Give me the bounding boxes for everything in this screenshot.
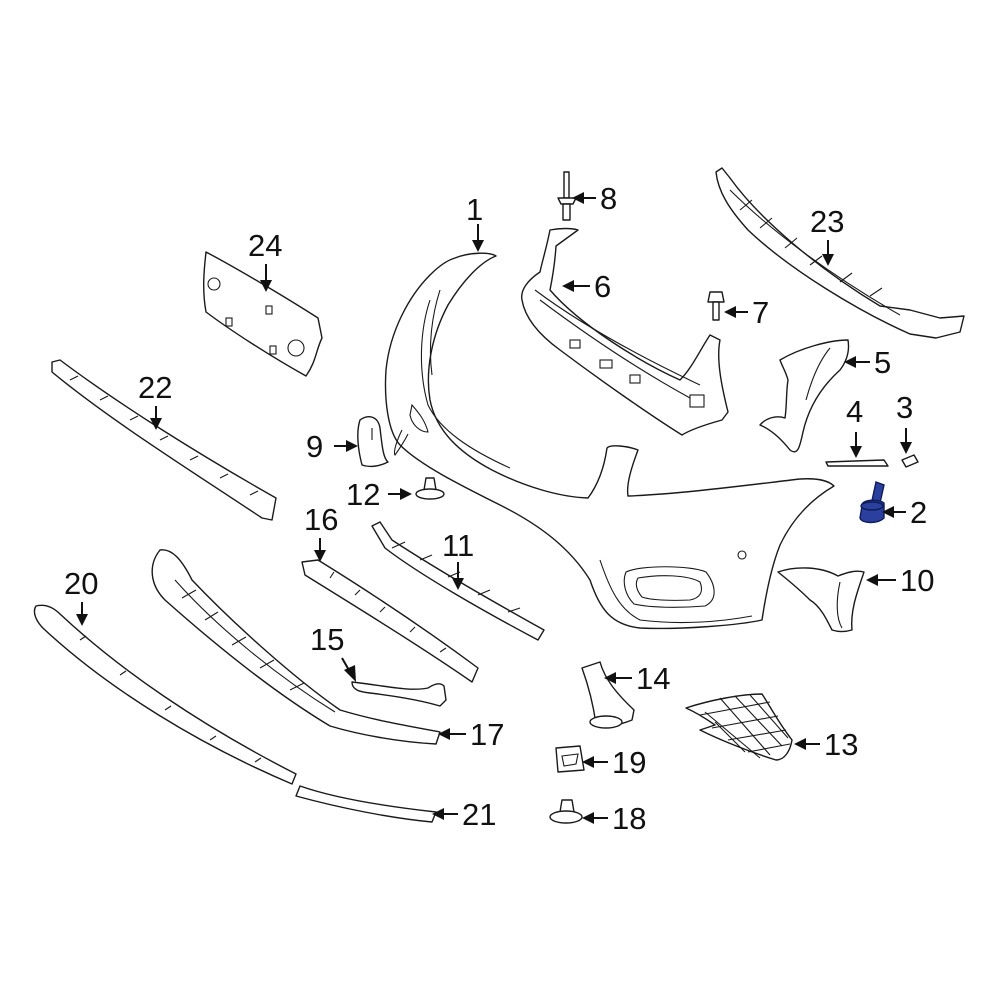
part-17-lower-grille[interactable] xyxy=(151,549,441,745)
callout-21: 21 xyxy=(432,797,496,832)
callout-16: 16 xyxy=(304,502,338,562)
callout-5: 5 xyxy=(844,345,891,380)
callout-24: 24 xyxy=(248,228,282,292)
part-13-fog-grille[interactable] xyxy=(685,693,793,761)
callout-15-label: 15 xyxy=(310,622,344,657)
callout-16-label: 16 xyxy=(304,502,338,537)
callout-21-label: 21 xyxy=(462,797,496,832)
callout-6-label: 6 xyxy=(594,269,611,304)
callout-13-label: 13 xyxy=(824,727,858,762)
callout-24-label: 24 xyxy=(248,228,282,263)
part-1-bumper-cover[interactable] xyxy=(384,252,835,630)
part-10-lower-bracket[interactable] xyxy=(777,567,865,633)
callout-2-label: 2 xyxy=(910,495,927,530)
callout-19-label: 19 xyxy=(612,745,646,780)
callout-13: 13 xyxy=(794,727,858,762)
callout-3-label: 3 xyxy=(896,390,913,425)
part-5-side-bracket[interactable] xyxy=(759,339,850,453)
callout-4-label: 4 xyxy=(846,394,863,429)
callout-10: 10 xyxy=(866,563,934,598)
callout-22: 22 xyxy=(138,370,172,430)
callout-19: 19 xyxy=(582,745,646,780)
part-18-push-clip[interactable] xyxy=(549,799,583,824)
callout-14-label: 14 xyxy=(636,661,670,696)
callout-2: 2 xyxy=(882,495,927,530)
callout-18-label: 18 xyxy=(612,801,646,836)
callout-11-label: 11 xyxy=(442,528,474,563)
part-12-push-clip[interactable] xyxy=(415,477,445,500)
callout-17-label: 17 xyxy=(470,717,504,752)
callout-3: 3 xyxy=(896,390,913,454)
callout-20: 20 xyxy=(64,566,98,626)
callout-20-label: 20 xyxy=(64,566,98,601)
callout-1-label: 1 xyxy=(466,192,483,227)
callout-17: 17 xyxy=(438,717,504,752)
callout-12-label: 12 xyxy=(346,477,380,512)
callout-11: 11 xyxy=(442,528,474,590)
callout-1: 1 xyxy=(466,192,484,252)
callout-4: 4 xyxy=(846,394,863,458)
part-9-small-bracket[interactable] xyxy=(357,416,389,468)
callout-15: 15 xyxy=(310,622,356,682)
callout-6: 6 xyxy=(562,269,611,304)
part-21-lower-trim[interactable] xyxy=(295,785,437,823)
part-6-mounting-bracket[interactable] xyxy=(521,227,729,436)
callout-7-label: 7 xyxy=(752,295,769,330)
callout-23: 23 xyxy=(810,204,844,266)
part-8-pin[interactable] xyxy=(557,171,577,221)
callout-12: 12 xyxy=(346,477,412,512)
part-4-trim-strip[interactable] xyxy=(825,459,889,467)
callout-7: 7 xyxy=(724,295,769,330)
part-23-energy-absorber[interactable] xyxy=(715,167,965,339)
part-22-long-strip[interactable] xyxy=(51,359,277,521)
callout-8: 8 xyxy=(572,181,617,216)
callout-14: 14 xyxy=(604,661,670,696)
callout-9: 9 xyxy=(306,429,358,464)
part-14-bracket[interactable] xyxy=(581,661,635,729)
callout-9-label: 9 xyxy=(306,429,323,464)
part-2-fastener-highlighted[interactable] xyxy=(859,481,885,524)
part-20-lower-trim[interactable] xyxy=(33,604,297,785)
callout-18: 18 xyxy=(582,801,646,836)
part-24-license-bracket[interactable] xyxy=(203,251,323,377)
part-7-bolt[interactable] xyxy=(707,291,725,321)
callout-8-label: 8 xyxy=(600,181,617,216)
callout-23-label: 23 xyxy=(810,204,844,239)
callout-5-label: 5 xyxy=(874,345,891,380)
part-19-clip-plate[interactable] xyxy=(555,745,585,773)
callout-10-label: 10 xyxy=(900,563,934,598)
part-3-clip[interactable] xyxy=(901,454,919,468)
part-15-small-bracket[interactable] xyxy=(351,681,447,707)
callout-22-label: 22 xyxy=(138,370,172,405)
part-16-grille-strip[interactable] xyxy=(301,559,479,683)
